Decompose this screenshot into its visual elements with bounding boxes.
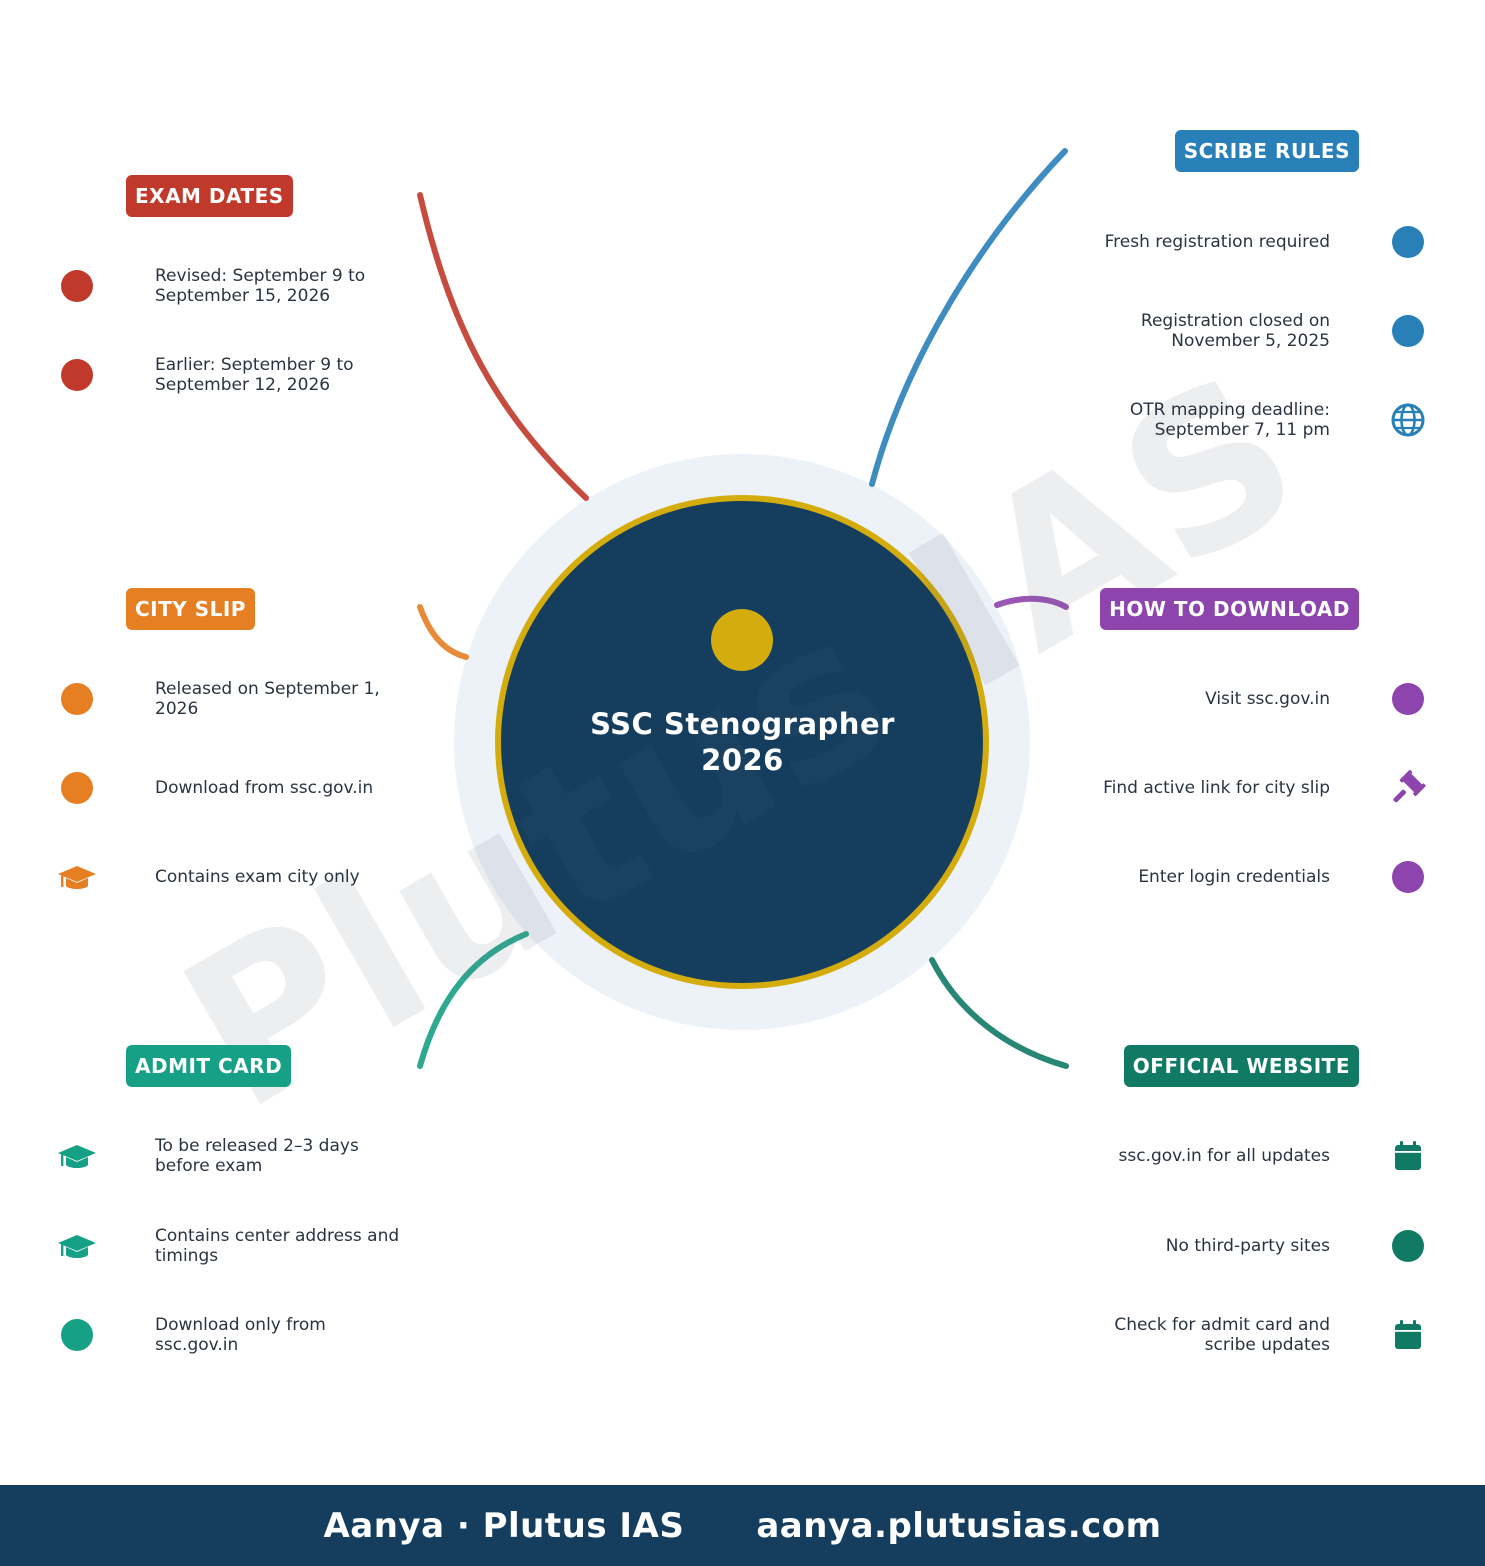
branch-item-admit-card: To be released 2–3 days before exam (155, 1136, 359, 1176)
bullet-dot-icon (1392, 315, 1424, 347)
bullet-dot-icon (1392, 861, 1424, 893)
branch-item-how-to-download: Enter login credentials (1138, 867, 1330, 887)
branch-item-scribe-rules: Fresh registration required (1104, 232, 1330, 252)
branch-badge-official-website: OFFICIAL WEBSITE (1123, 1045, 1359, 1087)
branch-item-city-slip: Download from ssc.gov.in (155, 778, 374, 798)
branch-item-admit-card: Download only from ssc.gov.in (155, 1315, 326, 1355)
branch-item-official-website: No third-party sites (1165, 1236, 1330, 1256)
calendar-icon (1388, 1136, 1428, 1176)
graduation-cap-icon (57, 857, 97, 897)
bullet-dot-icon (61, 359, 93, 391)
branch-badge-exam-dates: EXAM DATES (126, 175, 293, 217)
connector-exam-dates (417, 192, 589, 501)
connector-how-to-download (994, 595, 1069, 610)
bullet-dot-icon (61, 1319, 93, 1351)
branch-badge-city-slip: CITY SLIP (126, 588, 255, 630)
bullet-dot-icon (1392, 1230, 1424, 1262)
branch-item-how-to-download: Visit ssc.gov.in (1205, 689, 1330, 709)
graduation-cap-icon (57, 1226, 97, 1266)
gavel-icon (1388, 768, 1428, 808)
graduation-cap-icon (57, 1136, 97, 1176)
footer-url[interactable]: aanya.plutusias.com (756, 1505, 1162, 1546)
branch-badge-scribe-rules: SCRIBE RULES (1174, 130, 1359, 172)
branch-item-city-slip: Released on September 1, 2026 (155, 679, 380, 719)
branch-item-exam-dates: Earlier: September 9 to September 12, 20… (155, 355, 354, 395)
center-title: SSC Stenographer 2026 (590, 707, 895, 777)
bullet-dot-icon (1392, 683, 1424, 715)
connector-city-slip (417, 604, 469, 660)
branch-item-official-website: Check for admit card and scribe updates (1114, 1315, 1330, 1355)
bullet-dot-icon (61, 683, 93, 715)
branch-connectors (417, 148, 1069, 1069)
bullet-dot-icon (1392, 226, 1424, 258)
branch-badge-how-to-download: HOW TO DOWNLOAD (1100, 588, 1359, 630)
branch-item-scribe-rules: Registration closed on November 5, 2025 (1140, 311, 1330, 351)
footer: Aanya · Plutus IAS aanya.plutusias.com (0, 1485, 1485, 1566)
branch-item-admit-card: Contains center address and timings (155, 1226, 400, 1266)
branch-badge-admit-card: ADMIT CARD (126, 1045, 292, 1087)
connector-admit-card (417, 931, 529, 1069)
branch-item-official-website: ssc.gov.in for all updates (1118, 1146, 1330, 1166)
calendar-icon (1388, 1315, 1428, 1355)
branch-item-city-slip: Contains exam city only (155, 867, 360, 887)
center-accent-dot (711, 609, 773, 671)
globe-icon (1388, 400, 1428, 440)
branch-item-exam-dates: Revised: September 9 to September 15, 20… (155, 266, 366, 306)
connector-official-website (929, 957, 1069, 1069)
branch-item-how-to-download: Find active link for city slip (1103, 778, 1330, 798)
footer-brand: Aanya · Plutus IAS (323, 1505, 685, 1546)
center-circle (495, 495, 989, 989)
branch-item-scribe-rules: OTR mapping deadline: September 7, 11 pm (1129, 400, 1330, 440)
connector-scribe-rules (869, 148, 1068, 487)
bullet-dot-icon (61, 772, 93, 804)
bullet-dot-icon (61, 270, 93, 302)
